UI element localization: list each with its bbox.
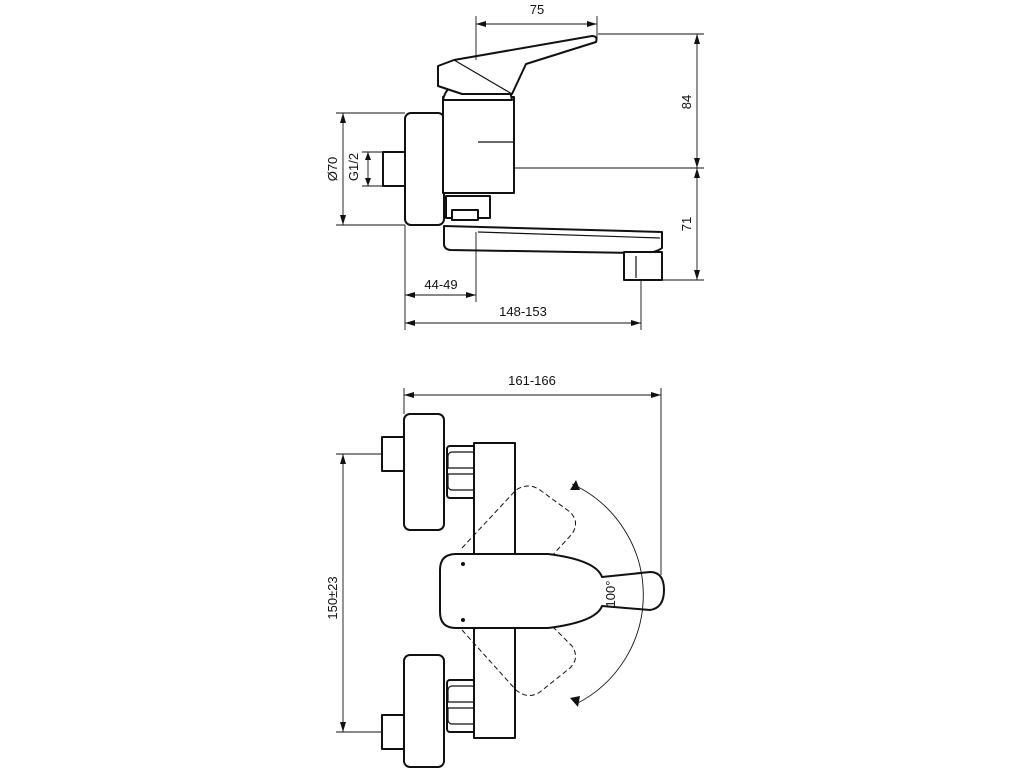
label-148-153: 148-153 [499,304,547,319]
side-connector-nut [451,209,479,221]
label-diameter-70: Ø70 [325,157,340,182]
arrow-71-bottom [694,270,700,280]
arrow-75-left [476,21,486,27]
arrow-161-left [404,392,414,398]
arrow-84-top [694,34,700,44]
arrow-161-right [651,392,661,398]
top-lever-dot-upper [461,562,465,566]
arrow-150-bottom [340,722,346,732]
label-150: 150±23 [325,576,340,619]
side-view: 75 84 71 Ø70 G1/2 44-49 [325,2,704,330]
top-inlet-lower [381,714,407,750]
arrow-g12-bottom [365,178,371,186]
label-161-166: 161-166 [508,373,556,388]
label-71: 71 [679,217,694,231]
side-spout [443,225,663,255]
front-view: 100° 161-166 150±23 [325,373,665,768]
label-75: 75 [530,2,544,17]
arrow-75-right [587,21,597,27]
side-spout-edge [477,231,661,239]
arrow-44-left [405,292,415,298]
arrow-g12-top [365,152,371,160]
rotation-arc [571,483,644,705]
label-44-49: 44-49 [424,277,457,292]
arrow-71-top [694,168,700,178]
arrow-148-left [405,320,415,326]
top-flange-lower [403,654,445,768]
side-lever-handle [437,35,598,95]
lever-position-upper-dashed [461,485,576,561]
rotation-arrow-top [570,480,580,490]
lever-position-lower-dashed [461,621,576,696]
top-lever-dot-lower [461,618,465,622]
side-lever-edge [453,59,513,95]
top-lever-handle [439,553,665,629]
rotation-arrow-bottom [570,696,580,707]
top-flange-upper [403,413,445,531]
label-g12: G1/2 [346,153,361,181]
side-wall-flange [404,112,445,226]
arrow-70-bottom [340,215,346,225]
arrow-70-top [340,113,346,123]
arrow-84-bottom [694,158,700,168]
top-inlet-upper [381,436,407,472]
side-aerator [623,251,663,281]
label-rotation: 100° [603,581,618,608]
label-84: 84 [679,95,694,109]
side-inlet-pipe [382,151,408,187]
arrow-150-top [340,454,346,464]
side-mixer-body [442,96,515,194]
arrow-44-right [466,292,476,298]
arrow-148-right [631,320,641,326]
